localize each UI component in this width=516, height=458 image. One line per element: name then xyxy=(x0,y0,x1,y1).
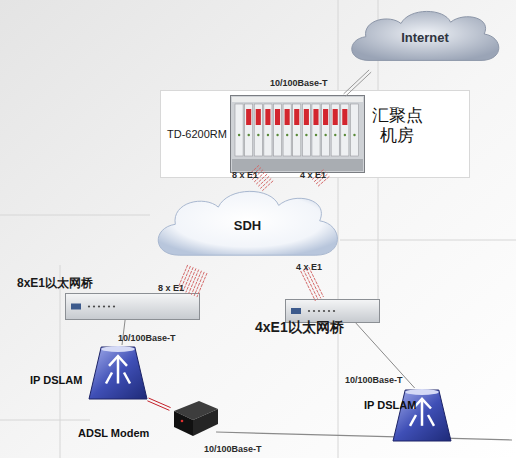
edge-label: 8 x E1 xyxy=(158,283,184,293)
line-card xyxy=(293,104,301,156)
dslam-top xyxy=(405,389,439,395)
edge-label: 10/100Base-T xyxy=(345,375,403,385)
line-card xyxy=(254,104,262,156)
status-led xyxy=(103,305,105,307)
room-box xyxy=(161,91,470,178)
node-outline xyxy=(65,293,200,320)
machine-room-box: 汇聚点机房TD-6200RM xyxy=(160,90,470,178)
status-led xyxy=(318,310,320,312)
edge-label: 4 x E1 xyxy=(296,262,322,272)
line-card xyxy=(235,104,243,156)
dslam-body xyxy=(89,347,147,399)
node-label: SDH xyxy=(150,219,345,234)
modem-icon: ADSL Modem xyxy=(170,393,220,438)
sdh-cloud: SDH xyxy=(150,183,345,269)
node-label: TD-6200RM xyxy=(167,128,229,141)
modem-side xyxy=(193,409,218,436)
line-card xyxy=(331,104,339,156)
edge-label: 10/100Base-T xyxy=(270,78,328,88)
line-card xyxy=(273,104,281,156)
node-outline xyxy=(170,393,220,438)
bridge-logo xyxy=(291,308,301,314)
line-card xyxy=(245,104,253,156)
bridge-logo xyxy=(71,304,81,310)
node-outline xyxy=(88,345,148,400)
connector xyxy=(122,320,125,345)
connector xyxy=(248,165,273,190)
line-card xyxy=(350,104,358,156)
connector xyxy=(147,398,170,410)
node-outline xyxy=(392,388,452,442)
status-led xyxy=(323,310,325,312)
node-label: 4xE1以太网桥 xyxy=(255,319,375,335)
connector xyxy=(344,70,372,96)
rack-top xyxy=(232,97,363,102)
connector xyxy=(301,267,324,301)
line-card xyxy=(264,104,272,156)
port-label: 10/100Base-T xyxy=(204,444,262,454)
ethernet-bridge: 8xE1以太网桥 xyxy=(65,293,200,320)
line-card xyxy=(283,104,291,156)
status-led xyxy=(313,310,315,312)
bridge-chassis xyxy=(66,294,200,320)
fan-tray xyxy=(232,159,363,171)
node-label: 8xE1以太网桥 xyxy=(17,277,127,291)
status-led xyxy=(98,305,100,307)
node-label: Internet xyxy=(345,31,505,46)
node-outline xyxy=(230,95,365,173)
connector xyxy=(178,265,207,297)
rack-chassis: TD-6200RM xyxy=(230,95,365,173)
line-card xyxy=(341,104,349,156)
dslam-body xyxy=(393,390,451,441)
status-led xyxy=(108,305,110,307)
dslam-icon: IP DSLAM xyxy=(88,345,148,400)
node-label: 汇聚点机房 xyxy=(368,106,426,145)
status-led xyxy=(333,310,335,312)
line-card xyxy=(312,104,320,156)
edge-label: 10/100Base-T xyxy=(118,333,176,343)
dslam-arrows xyxy=(106,356,130,384)
dslam-icon: IP DSLAM xyxy=(392,388,452,442)
connector xyxy=(312,170,329,187)
status-led xyxy=(88,305,90,307)
modem-led xyxy=(181,420,184,423)
ethernet-bridge: 4xE1以太网桥 xyxy=(285,299,380,323)
rack-frame xyxy=(231,96,365,173)
internet-cloud: Internet xyxy=(345,5,505,71)
modem-front xyxy=(174,411,193,436)
status-led xyxy=(328,310,330,312)
node-label: IP DSLAM xyxy=(364,399,434,412)
ethernet-wire xyxy=(216,432,512,440)
status-led xyxy=(113,305,115,307)
status-led xyxy=(93,305,95,307)
status-led xyxy=(308,310,310,312)
line-card xyxy=(302,104,310,156)
dslam-top xyxy=(101,346,135,352)
connector xyxy=(356,323,415,388)
node-label: IP DSLAM xyxy=(30,374,100,387)
node-label: ADSL Modem xyxy=(78,427,170,440)
line-card xyxy=(322,104,330,156)
